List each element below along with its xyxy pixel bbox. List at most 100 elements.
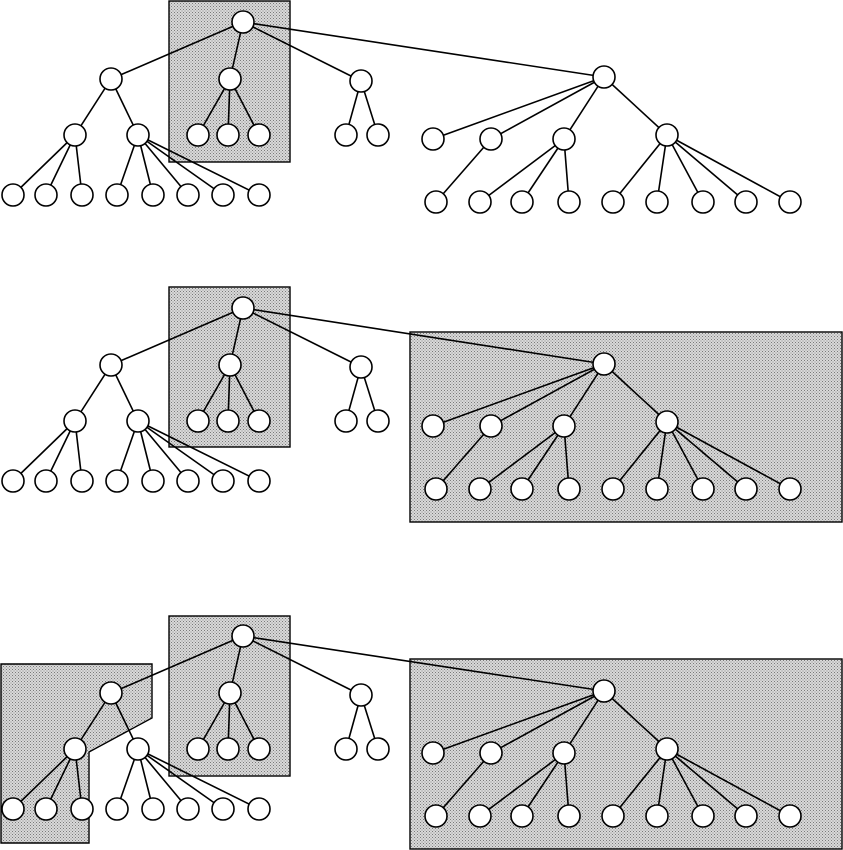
tree-node	[176, 797, 200, 821]
tree-node	[424, 190, 448, 214]
tree-edge	[666, 421, 704, 490]
tree-node	[141, 183, 165, 207]
tree-node	[655, 737, 679, 761]
tree-node	[247, 469, 271, 493]
tree-node	[424, 804, 448, 828]
tree-node	[366, 409, 390, 433]
tree-edge	[603, 363, 668, 423]
tree-node	[552, 127, 576, 151]
tree-stage-3	[0, 615, 843, 850]
tree-edge	[110, 307, 244, 366]
tree-node	[778, 804, 802, 828]
tree-node	[778, 190, 802, 214]
tree-node	[479, 127, 503, 151]
tree-edge	[603, 76, 668, 136]
tree-node	[552, 414, 576, 438]
tree-edge	[563, 363, 605, 427]
tree-edge	[490, 363, 605, 427]
tree-node	[349, 355, 373, 379]
tree-node	[510, 804, 534, 828]
tree-node	[334, 409, 358, 433]
tree-node	[334, 123, 358, 147]
tree-node	[601, 477, 625, 501]
tree-edge	[137, 420, 260, 482]
tree-node	[216, 737, 240, 761]
tree-edge	[666, 748, 704, 817]
tree-node	[1, 797, 25, 821]
tree-node	[552, 741, 576, 765]
tree-node	[218, 353, 242, 377]
tree-node	[70, 797, 94, 821]
tree-node	[655, 410, 679, 434]
tree-node	[70, 183, 94, 207]
tree-node	[218, 681, 242, 705]
tree-node	[231, 624, 255, 648]
tree-node	[63, 409, 87, 433]
tree-node	[510, 190, 534, 214]
tree-node	[247, 797, 271, 821]
tree-node	[592, 352, 616, 376]
tree-edge	[242, 307, 362, 368]
tree-node	[99, 681, 123, 705]
tree-node	[34, 797, 58, 821]
tree-node	[468, 477, 492, 501]
tree-node	[349, 69, 373, 93]
tree-edge	[521, 138, 565, 203]
tree-node	[734, 190, 758, 214]
tree-node	[34, 469, 58, 493]
tree-node	[218, 67, 242, 91]
tree-node	[126, 123, 150, 147]
tree-node	[247, 123, 271, 147]
tree-node	[592, 679, 616, 703]
tree-node	[211, 183, 235, 207]
tree-edge	[12, 134, 76, 196]
tree-node	[63, 123, 87, 147]
tree-node	[126, 737, 150, 761]
tree-node	[366, 123, 390, 147]
tree-node	[105, 469, 129, 493]
tree-node	[421, 741, 445, 765]
tree-node	[63, 737, 87, 761]
tree-edge	[479, 138, 565, 203]
tree-node	[691, 804, 715, 828]
tree-edge	[432, 363, 605, 427]
tree-node	[186, 123, 210, 147]
tree-edge	[603, 690, 668, 750]
tree-node	[126, 409, 150, 433]
tree-node	[211, 469, 235, 493]
tree-node	[105, 797, 129, 821]
tree-edge	[490, 76, 605, 140]
tree-node	[734, 804, 758, 828]
tree-edge	[137, 748, 189, 810]
tree-node	[557, 190, 581, 214]
tree-edge	[242, 21, 605, 78]
tree-node	[231, 296, 255, 320]
tree-node	[1, 183, 25, 207]
tree-edge	[110, 635, 244, 694]
tree-node	[421, 414, 445, 438]
tree-node	[691, 477, 715, 501]
tree-edge	[137, 748, 260, 810]
tree-node	[734, 477, 758, 501]
tree-edge	[666, 134, 747, 203]
tree-node	[216, 123, 240, 147]
tree-edge	[12, 748, 76, 810]
tree-node	[247, 183, 271, 207]
tree-node	[334, 737, 358, 761]
tree-edge	[435, 425, 492, 490]
tree-node	[216, 409, 240, 433]
tree-edge	[666, 134, 791, 203]
tree-node	[349, 683, 373, 707]
tree-edge	[242, 21, 362, 82]
tree-node	[645, 477, 669, 501]
tree-node	[479, 741, 503, 765]
tree-node	[592, 65, 616, 89]
tree-edge	[137, 134, 224, 196]
tree-node	[247, 409, 271, 433]
tree-node	[141, 469, 165, 493]
tree-node	[99, 67, 123, 91]
tree-edge	[612, 134, 668, 203]
tree-node	[655, 123, 679, 147]
tree-edge	[563, 76, 605, 140]
